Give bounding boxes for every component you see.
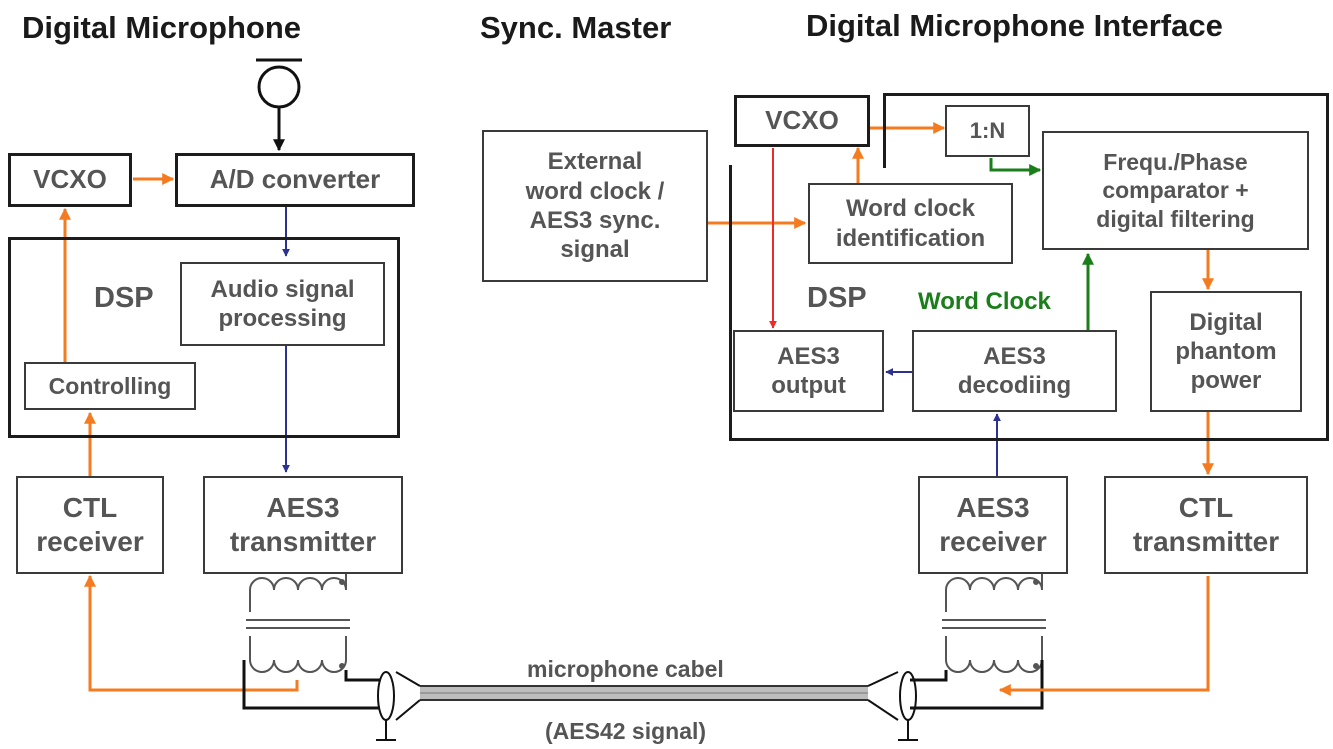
mic-dsp-frame [8, 237, 400, 438]
controlling-box: Controlling [24, 362, 196, 410]
divider-to-comparator-arrow [989, 158, 1042, 176]
right-cable-connector [867, 671, 918, 741]
external-word-clock-box: External word clock / AES3 sync. signal [482, 130, 708, 282]
audio-signal-processing-box: Audio signal processing [180, 262, 385, 346]
ctl-transmitter-to-cable-arrow [998, 576, 1210, 696]
aes3-output-box: AES3 output [733, 330, 884, 412]
microphone-cable [420, 685, 868, 701]
aes3-transmitter-box: AES3 transmitter [203, 476, 403, 574]
left-cable-connector [376, 671, 421, 741]
right-transformer [942, 574, 1046, 673]
aes3-decoding-box: AES3 decodiing [912, 330, 1117, 412]
frequ-phase-comparator-box: Frequ./Phase comparator + digital filter… [1042, 131, 1309, 250]
microphone-icon [256, 58, 302, 152]
ctl-receiver-box: CTL receiver [16, 476, 164, 574]
cable-signal-label: (AES42 signal) [545, 718, 707, 744]
digital-microphone-interface-heading: Digital Microphone Interface [806, 8, 1223, 43]
divider-box: 1:N [945, 105, 1030, 157]
sync-master-heading: Sync. Master [480, 10, 672, 45]
aes3-receiver-box: AES3 receiver [918, 476, 1068, 574]
interface-dsp-top-frame [883, 93, 1329, 441]
word-clock-identification-box: Word clock identification [808, 183, 1013, 264]
right-transformer-leads [910, 660, 1044, 710]
cable-to-ctl-receiver-arrow [84, 574, 299, 692]
left-transformer-leads [242, 660, 380, 710]
cable-label: microphone cabel [527, 656, 724, 682]
interface-dsp-frame [729, 165, 1329, 441]
digital-microphone-heading: Digital Microphone [22, 10, 301, 45]
word-clock-label: Word Clock [918, 288, 1051, 315]
left-transformer [246, 574, 350, 673]
mic-vcxo-box: VCXO [8, 153, 132, 207]
mic-dsp-label: DSP [94, 282, 154, 314]
ctl-transmitter-box: CTL transmitter [1104, 476, 1308, 574]
interface-dsp-step [729, 93, 886, 168]
interface-dsp-label: DSP [807, 282, 867, 314]
digital-phantom-power-box: Digital phantom power [1150, 291, 1302, 412]
ad-converter-box: A/D converter [175, 153, 415, 207]
interface-vcxo-box: VCXO [734, 95, 870, 147]
